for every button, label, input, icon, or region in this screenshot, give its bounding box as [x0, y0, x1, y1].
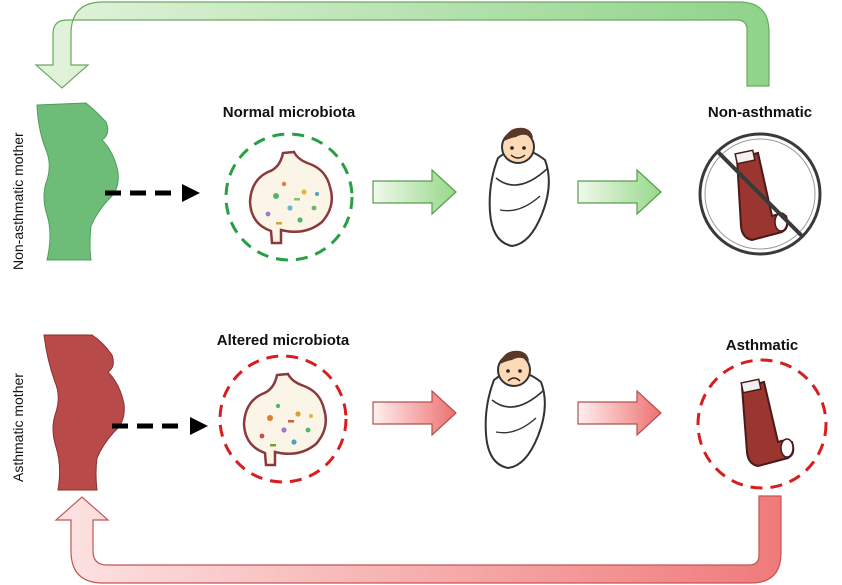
normal-microbiota-circle: [224, 132, 354, 262]
altered-microbiota-label: Altered microbiota: [217, 332, 350, 349]
prohibition-circle-icon: [698, 132, 822, 256]
bottom-arrow-to-outcome: [577, 389, 662, 437]
side-label-asthmatic-mother: Asthmatic mother: [10, 373, 26, 482]
bottom-swaddled-baby-icon: [484, 350, 546, 470]
top-dashed-arrowhead: [182, 184, 200, 202]
bottom-loop-body: [54, 495, 782, 584]
asthmatic-mother-silhouette-icon: [43, 334, 125, 491]
normal-stomach-icon: [248, 150, 333, 245]
top-arrow-to-baby: [372, 168, 457, 216]
top-arrow-to-outcome: [577, 168, 662, 216]
asthmatic-label: Asthmatic: [726, 337, 799, 354]
top-loop-body: [34, 1, 770, 89]
inhaler-icon-bottom: [740, 378, 795, 468]
bottom-arrow-to-baby: [372, 389, 457, 437]
non-asthmatic-mother-silhouette-icon: [36, 102, 119, 261]
normal-microbiota-label: Normal microbiota: [223, 104, 356, 121]
altered-stomach-icon: [242, 372, 327, 467]
bottom-dashed-arrowhead: [190, 417, 208, 435]
non-asthmatic-outcome-icon: [698, 132, 822, 256]
prohibition-slash-icon: [716, 150, 804, 238]
asthmatic-outcome-circle: [696, 358, 828, 490]
top-swaddled-baby-icon: [488, 127, 550, 248]
non-asthmatic-label: Non-asthmatic: [708, 104, 812, 121]
side-label-non-asthmatic-mother: Non-asthmatic mother: [10, 132, 26, 270]
altered-microbiota-circle: [218, 354, 348, 484]
